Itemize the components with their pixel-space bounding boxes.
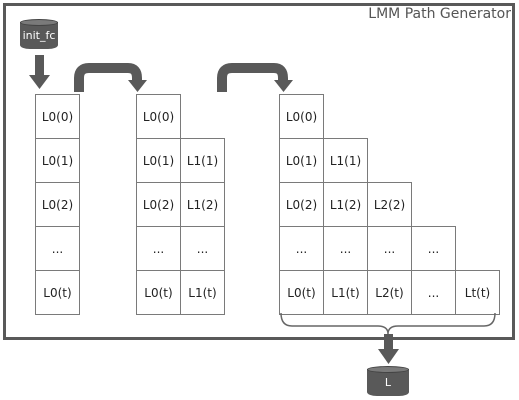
input-store-icon: init_fc [20,19,58,49]
output-store-icon: L [367,366,409,396]
collect-brace [280,312,496,335]
path-cell: L1(t) [180,270,225,315]
output-store-label: L [384,376,392,389]
diagram-title: LMM Path Generator [368,6,511,22]
path-cell: L1(1) [323,138,368,183]
curved-arrow-icon [74,63,147,92]
curved-arrow-icon [217,63,293,92]
path-cell: L0(1) [35,138,80,183]
path-cell: L0(1) [136,138,181,183]
path-cell: ... [411,270,456,315]
path-cell: L0(t) [35,270,80,315]
path-cell: ... [180,226,225,271]
path-cell: L1(2) [180,182,225,227]
path-cell: Lt(t) [455,270,500,315]
path-cell: L0(t) [136,270,181,315]
path-cell: L1(1) [180,138,225,183]
down-arrow-icon [29,55,50,89]
path-cell: ... [35,226,80,271]
input-store-label: init_fc [22,29,56,42]
path-cell: L1(2) [323,182,368,227]
path-cell: L2(2) [367,182,412,227]
generator-frame [3,3,515,340]
path-cell: ... [411,226,456,271]
path-cell: L0(1) [279,138,324,183]
down-arrow-icon [378,334,399,364]
